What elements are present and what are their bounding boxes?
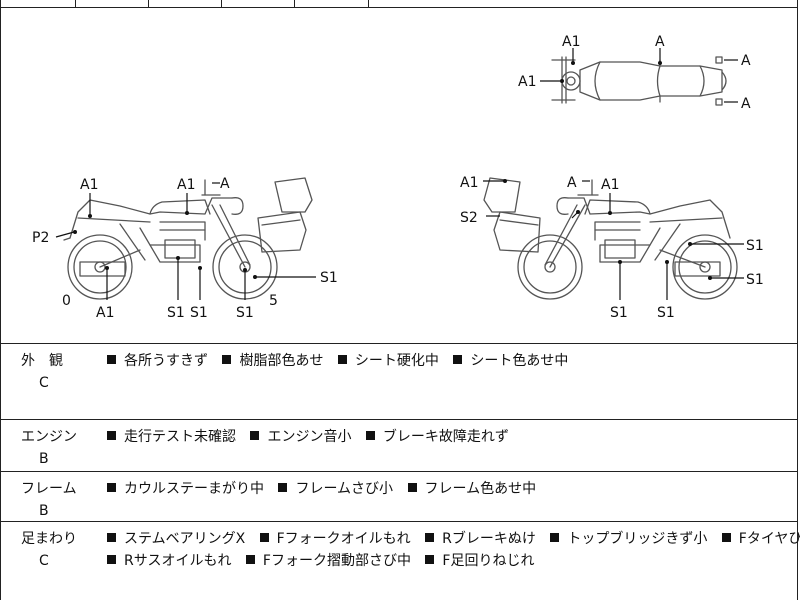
item-text: Fフォークオイルもれ xyxy=(276,531,411,547)
damage-label: A xyxy=(741,96,751,112)
bullet-square-icon xyxy=(107,555,116,564)
damage-label: A xyxy=(655,34,665,50)
item-text: Rブレーキぬけ xyxy=(442,531,536,547)
bullet-square-icon xyxy=(107,431,116,440)
damage-label: S1 xyxy=(190,305,208,321)
section-exterior: 外 観 C 各所うすきず 樹脂部色あせ シート硬化中 シート色あせ中 xyxy=(0,344,798,420)
bullet-square-icon xyxy=(407,483,417,492)
damage-label: S1 xyxy=(167,305,185,321)
item-line: 走行テスト未確認 エンジン音小 ブレーキ故障走れず xyxy=(107,426,519,448)
damage-label: A xyxy=(220,176,230,192)
damage-label: A1 xyxy=(460,175,478,191)
item-line: Rサスオイルもれ Fフォーク摺動部さび中 F足回りねじれ xyxy=(107,550,800,572)
item-text: 樹脂部色あせ xyxy=(239,353,324,369)
section-items: 走行テスト未確認 エンジン音小 ブレーキ故障走れず xyxy=(107,426,519,448)
bullet-square-icon xyxy=(453,355,463,364)
item-line: カウルステーまがり中 フレームさび小 フレーム色あせ中 xyxy=(107,478,546,500)
bullet-square-icon xyxy=(107,533,116,542)
bullet-square-icon xyxy=(107,483,116,492)
scale-label: 5 xyxy=(269,293,278,309)
item-text: シート色あせ中 xyxy=(470,353,569,369)
damage-label: A xyxy=(567,175,577,191)
header-cell xyxy=(221,0,295,8)
section-suspension: 足まわり C ステムベアリングX Fフォークオイルもれ Rブレーキぬけ トップブ… xyxy=(0,522,800,600)
section-frame: フレーム B カウルステーまがり中 フレームさび小 フレーム色あせ中 xyxy=(0,472,798,522)
item-text: フレームさび小 xyxy=(295,481,394,497)
damage-label: A1 xyxy=(80,177,98,193)
damage-label: S1 xyxy=(746,238,764,254)
damage-label: S1 xyxy=(236,305,254,321)
item-text: フレーム色あせ中 xyxy=(424,481,537,497)
top-view-motorcycle xyxy=(551,56,727,106)
section-items: カウルステーまがり中 フレームさび小 フレーム色あせ中 xyxy=(107,478,546,500)
section-grade: B xyxy=(39,451,49,467)
section-grade: B xyxy=(39,503,49,519)
header-cell xyxy=(75,0,149,8)
header-cell xyxy=(294,0,369,8)
bullet-square-icon xyxy=(721,533,731,542)
damage-label: A1 xyxy=(96,305,114,321)
item-text: カウルステーまがり中 xyxy=(124,481,264,497)
damage-label: A1 xyxy=(601,177,619,193)
damage-label: A1 xyxy=(177,177,195,193)
bullet-square-icon xyxy=(365,431,375,440)
bullet-square-icon xyxy=(222,355,232,364)
section-label: エンジン xyxy=(21,429,77,445)
bullet-square-icon xyxy=(425,555,435,564)
damage-label: S1 xyxy=(746,272,764,288)
bullet-square-icon xyxy=(107,355,116,364)
damage-label: S2 xyxy=(460,210,478,226)
item-text: F足回りねじれ xyxy=(442,553,535,569)
damage-label: S1 xyxy=(657,305,675,321)
section-label: 足まわり xyxy=(21,531,77,547)
header-cell xyxy=(1,0,76,8)
damage-diagram-panel xyxy=(0,8,798,344)
scale-label: 0 xyxy=(62,293,71,309)
item-line: ステムベアリングX Fフォークオイルもれ Rブレーキぬけ トップブリッジきず小 … xyxy=(107,528,800,550)
bullet-square-icon xyxy=(337,355,347,364)
item-text: Fフォーク摺動部さび中 xyxy=(262,553,411,569)
bullet-square-icon xyxy=(245,555,255,564)
item-text: 各所うすきず xyxy=(124,353,208,369)
damage-label: A xyxy=(741,53,751,69)
item-text: トップブリッジきず小 xyxy=(567,531,708,547)
right-view-motorcycle xyxy=(483,177,738,300)
item-text: Rサスオイルもれ xyxy=(124,553,232,569)
damage-label: S1 xyxy=(610,305,628,321)
damage-label: A1 xyxy=(562,34,580,50)
section-grade: C xyxy=(39,375,49,391)
bullet-square-icon xyxy=(278,483,288,492)
item-text: Fタイヤひび中 xyxy=(738,531,800,547)
item-text: 走行テスト未確認 xyxy=(124,429,236,445)
header-cell xyxy=(148,0,222,8)
item-line: 各所うすきず 樹脂部色あせ シート硬化中 シート色あせ中 xyxy=(107,350,578,372)
item-text: シート硬化中 xyxy=(354,353,439,369)
left-view-motorcycle xyxy=(63,177,313,300)
bullet-square-icon xyxy=(550,533,560,542)
bullet-square-icon xyxy=(259,533,269,542)
section-grade: C xyxy=(39,553,49,569)
section-label: フレーム xyxy=(21,481,77,497)
item-text: エンジン音小 xyxy=(267,429,352,445)
item-text: ブレーキ故障走れず xyxy=(382,429,509,445)
section-items: 各所うすきず 樹脂部色あせ シート硬化中 シート色あせ中 xyxy=(107,350,578,372)
section-items: ステムベアリングX Fフォークオイルもれ Rブレーキぬけ トップブリッジきず小 … xyxy=(107,528,800,572)
bullet-square-icon xyxy=(250,431,260,440)
item-text: ステムベアリングX xyxy=(124,531,246,547)
section-engine: エンジン B 走行テスト未確認 エンジン音小 ブレーキ故障走れず xyxy=(0,420,798,472)
damage-label: P2 xyxy=(32,230,49,246)
damage-label: S1 xyxy=(320,270,338,286)
section-label: 外 観 xyxy=(21,353,63,369)
damage-label: A1 xyxy=(518,74,536,90)
header-table-remnant xyxy=(0,0,798,8)
motorcycle-diagrams: A1 A A1 A A A1 A1 A P2 S1 0 A1 S1 S1 S1 … xyxy=(32,34,764,321)
bullet-square-icon xyxy=(425,533,435,542)
